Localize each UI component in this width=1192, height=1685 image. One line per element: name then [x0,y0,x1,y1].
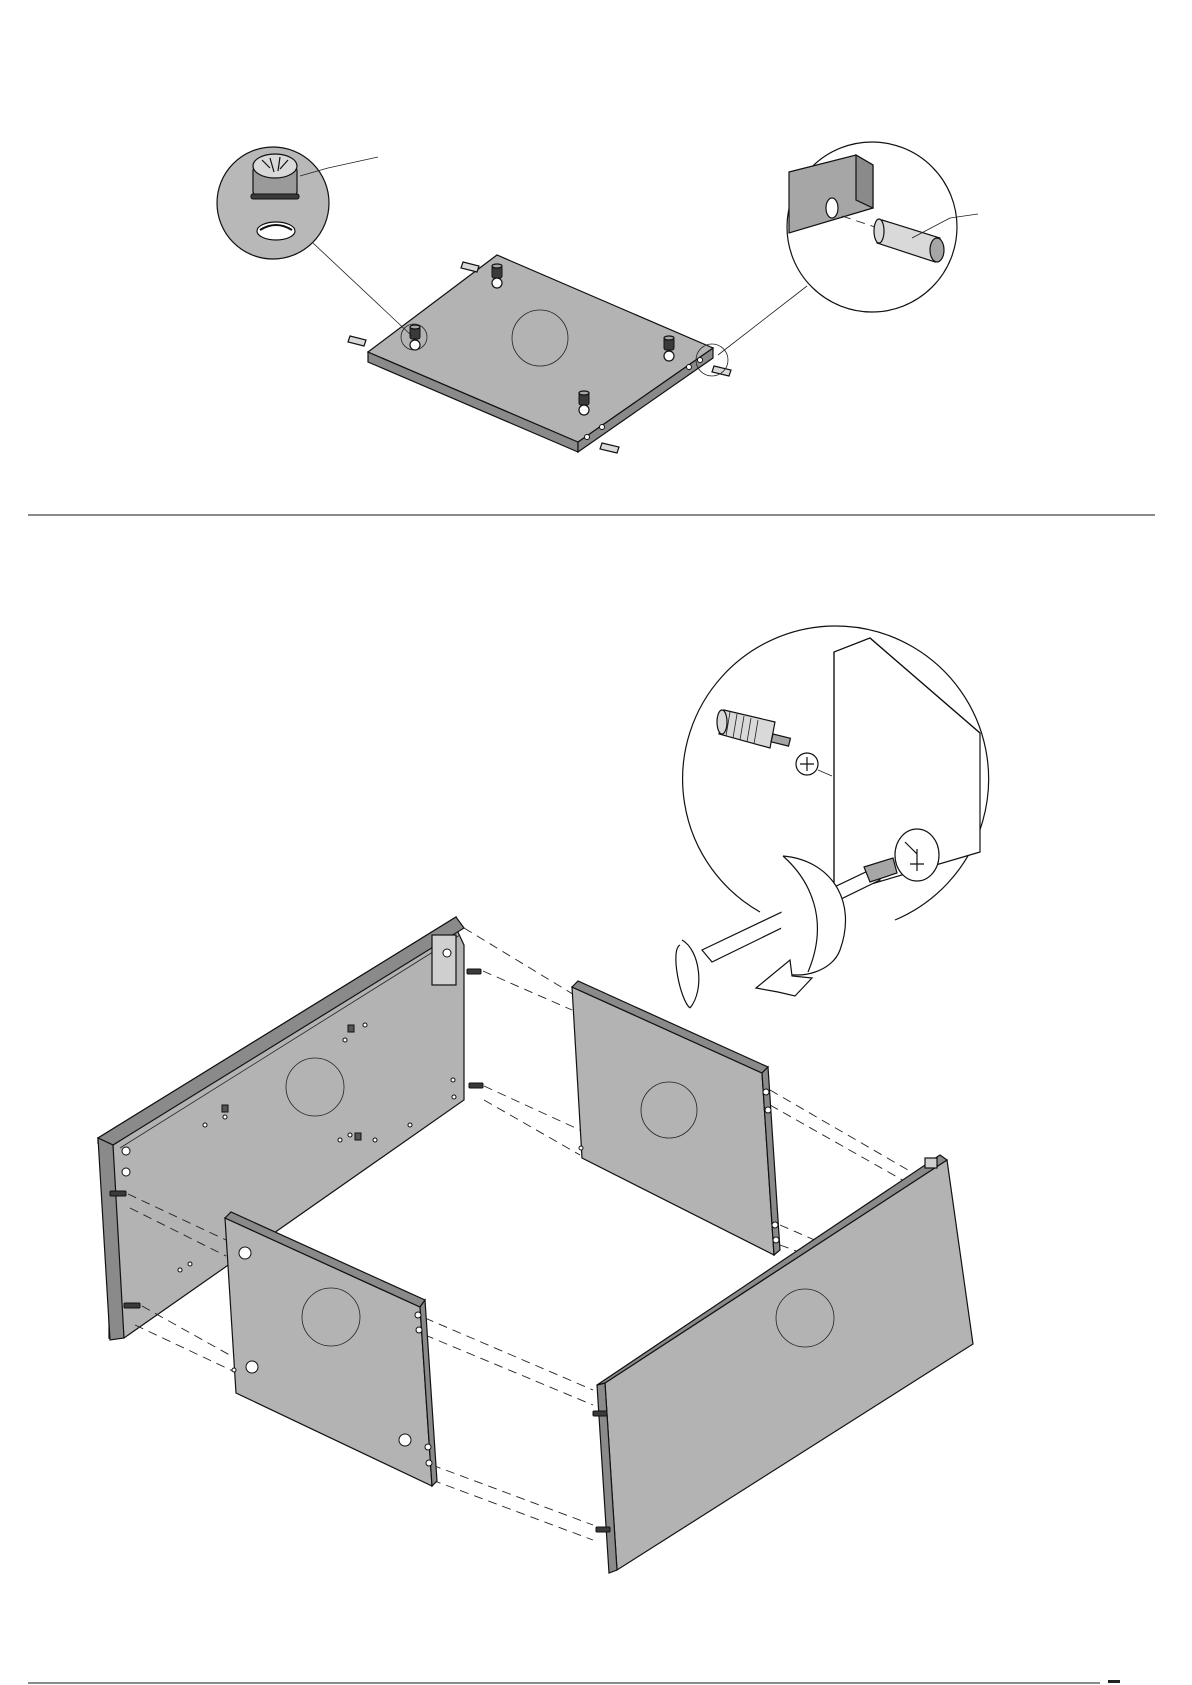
cam-lock-fitting [492,264,502,288]
front-panel [597,1155,973,1573]
cam-bolt [124,1303,140,1308]
step-b-illustration [98,626,989,1573]
dowel-detail-callout [696,142,978,376]
cam-lock-fitting [579,391,589,415]
side-panel-left [225,1212,437,1486]
wooden-dowel [600,443,619,453]
cam-bolt [110,1191,126,1196]
cam-bolt [593,1411,607,1416]
wooden-dowel [348,336,366,346]
wooden-dowel [712,366,731,376]
cam-lock-fitting [410,325,420,350]
cam-bolt [596,1527,610,1532]
page-number-marker [1108,1680,1120,1683]
cam-lock-detail-callout [217,147,427,350]
side-panel-right [572,981,780,1255]
wooden-dowel [461,262,479,272]
step-a-illustration [217,142,978,453]
cam-bolt [467,969,481,974]
cam-lock-fitting [664,336,674,361]
cam-bolt [469,1083,483,1088]
base-panel [368,255,713,452]
cam-bolt-detail-callout [676,626,989,1008]
cam-bolt [717,710,818,775]
